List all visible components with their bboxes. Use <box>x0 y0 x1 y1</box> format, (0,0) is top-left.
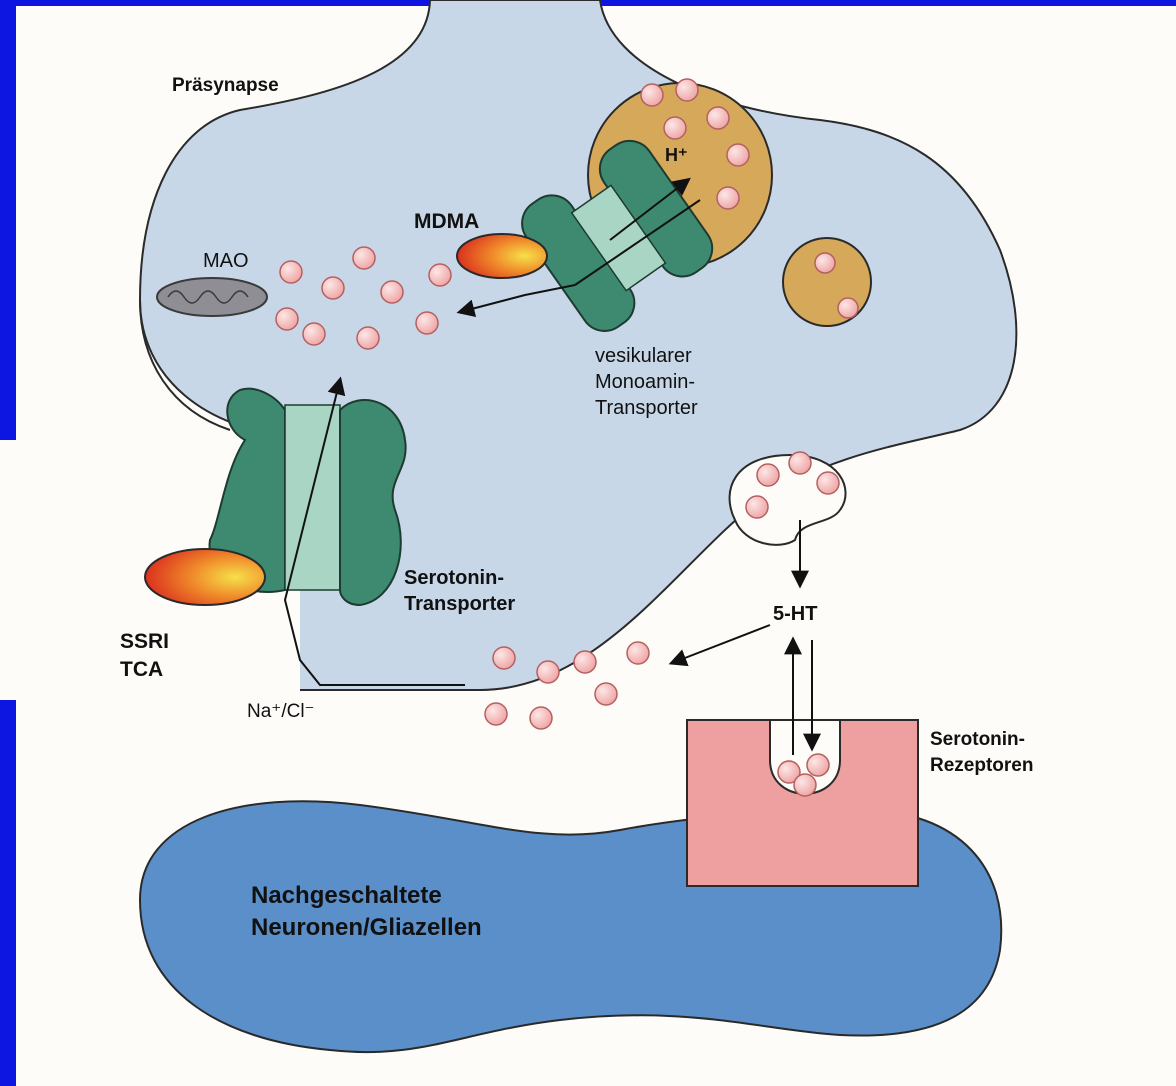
serotonin-molecule <box>537 661 559 683</box>
serotonin-molecule <box>627 642 649 664</box>
ssri-tca-label: SSRI TCA <box>120 628 169 684</box>
serotonin-molecule <box>381 281 403 303</box>
tca-label: TCA <box>120 656 169 684</box>
receptor-label-line2: Rezeptoren <box>930 753 1033 779</box>
serotonin-molecule <box>746 496 768 518</box>
sert-label: Serotonin- Transporter <box>404 565 515 617</box>
serotonin-molecule <box>429 264 451 286</box>
serotonin-molecule <box>322 277 344 299</box>
postsynapse-label-line2: Neuronen/Gliazellen <box>251 912 482 944</box>
postsynapse-label-line1: Nachgeschaltete <box>251 880 482 912</box>
serotonin-molecule <box>641 84 663 106</box>
serotonin-molecule <box>807 754 829 776</box>
proton-label: H⁺ <box>665 145 688 166</box>
releasing-vesicle <box>730 455 846 545</box>
serotonin-molecule <box>727 144 749 166</box>
serotonin-molecule <box>530 707 552 729</box>
presynapse-label: Präsynapse <box>172 75 279 97</box>
serotonin-molecule <box>493 647 515 669</box>
ssri-label: SSRI <box>120 628 169 656</box>
serotonin-molecule <box>815 253 835 273</box>
serotonin-molecule <box>353 247 375 269</box>
synaptic-vesicle-small <box>783 238 871 326</box>
serotonin-molecule <box>838 298 858 318</box>
arrow-5ht-to-cleft <box>672 625 770 663</box>
vmat-label-line1: vesikularer <box>595 343 698 369</box>
serotonin-molecule <box>574 651 596 673</box>
serotonin-molecule <box>357 327 379 349</box>
serotonin-receptor <box>687 720 918 886</box>
serotonin-molecule <box>485 703 507 725</box>
postsynapse-label: Nachgeschaltete Neuronen/Gliazellen <box>251 880 482 944</box>
receptor-label-line1: Serotonin- <box>930 727 1033 753</box>
sert-label-line2: Transporter <box>404 591 515 617</box>
ion-label: Na⁺/Cl⁻ <box>247 700 315 723</box>
serotonin-molecule <box>303 323 325 345</box>
serotonin-molecule <box>276 308 298 330</box>
receptor-label: Serotonin- Rezeptoren <box>930 727 1033 779</box>
serotonin-molecule <box>789 452 811 474</box>
serotonin-molecule <box>707 107 729 129</box>
mdma-drug <box>457 234 547 278</box>
serotonin-molecule <box>757 464 779 486</box>
vmat-label: vesikularer Monoamin- Transporter <box>595 343 698 421</box>
serotonin-molecule <box>280 261 302 283</box>
serotonin-molecule <box>595 683 617 705</box>
serotonin-molecule <box>817 472 839 494</box>
serotonin-molecule <box>794 774 816 796</box>
mao-label: MAO <box>203 250 249 273</box>
vmat-label-line2: Monoamin- <box>595 369 698 395</box>
sert-label-line1: Serotonin- <box>404 565 515 591</box>
serotonin-molecule <box>664 117 686 139</box>
ssri-drug <box>145 549 265 605</box>
serotonin-molecule <box>676 79 698 101</box>
mao-mitochondrion <box>157 278 267 316</box>
vmat-label-line3: Transporter <box>595 395 698 421</box>
serotonin-molecule <box>717 187 739 209</box>
mdma-label: MDMA <box>414 210 479 234</box>
five-ht-label: 5-HT <box>773 603 817 626</box>
serotonin-molecule <box>416 312 438 334</box>
